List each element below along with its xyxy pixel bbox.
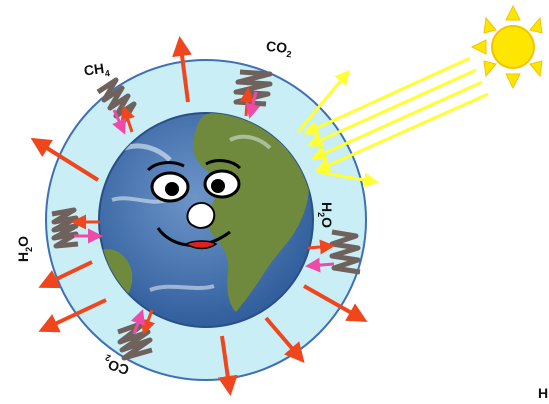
label-corner-fragment: H bbox=[538, 385, 548, 401]
heat-arrow bbox=[172, 36, 192, 103]
heat-arrow bbox=[38, 298, 107, 333]
heat-arrow bbox=[217, 335, 238, 396]
sunlight-ray bbox=[311, 80, 483, 160]
label-co2-top: CO2 bbox=[265, 38, 293, 60]
label-co2-bottom: CO2 bbox=[101, 352, 132, 378]
sunlight-ray bbox=[303, 56, 471, 135]
label-h2o-right: H2O bbox=[316, 202, 335, 228]
outgoing-heat-arrows bbox=[30, 36, 368, 396]
sun-icon bbox=[470, 4, 543, 90]
reflected-ray bbox=[317, 170, 379, 188]
label-ch4: CH4 bbox=[83, 59, 111, 81]
incoming-sunlight-rays bbox=[296, 56, 489, 188]
heat-arrow bbox=[264, 316, 305, 364]
gas-molecule-h2o-right bbox=[329, 229, 361, 275]
heat-arrow bbox=[30, 137, 100, 182]
sunlight-ray bbox=[307, 68, 477, 147]
trapped-heat-arrows bbox=[71, 87, 335, 335]
heat-arrow bbox=[303, 284, 368, 322]
sunlight-ray bbox=[315, 92, 489, 172]
heat-arrow bbox=[38, 260, 93, 289]
gas-molecule-h2o-left bbox=[51, 207, 79, 249]
smiling-face-icon bbox=[146, 159, 242, 250]
reflected-ray bbox=[296, 69, 350, 133]
label-h2o-left: H2O bbox=[15, 236, 34, 262]
